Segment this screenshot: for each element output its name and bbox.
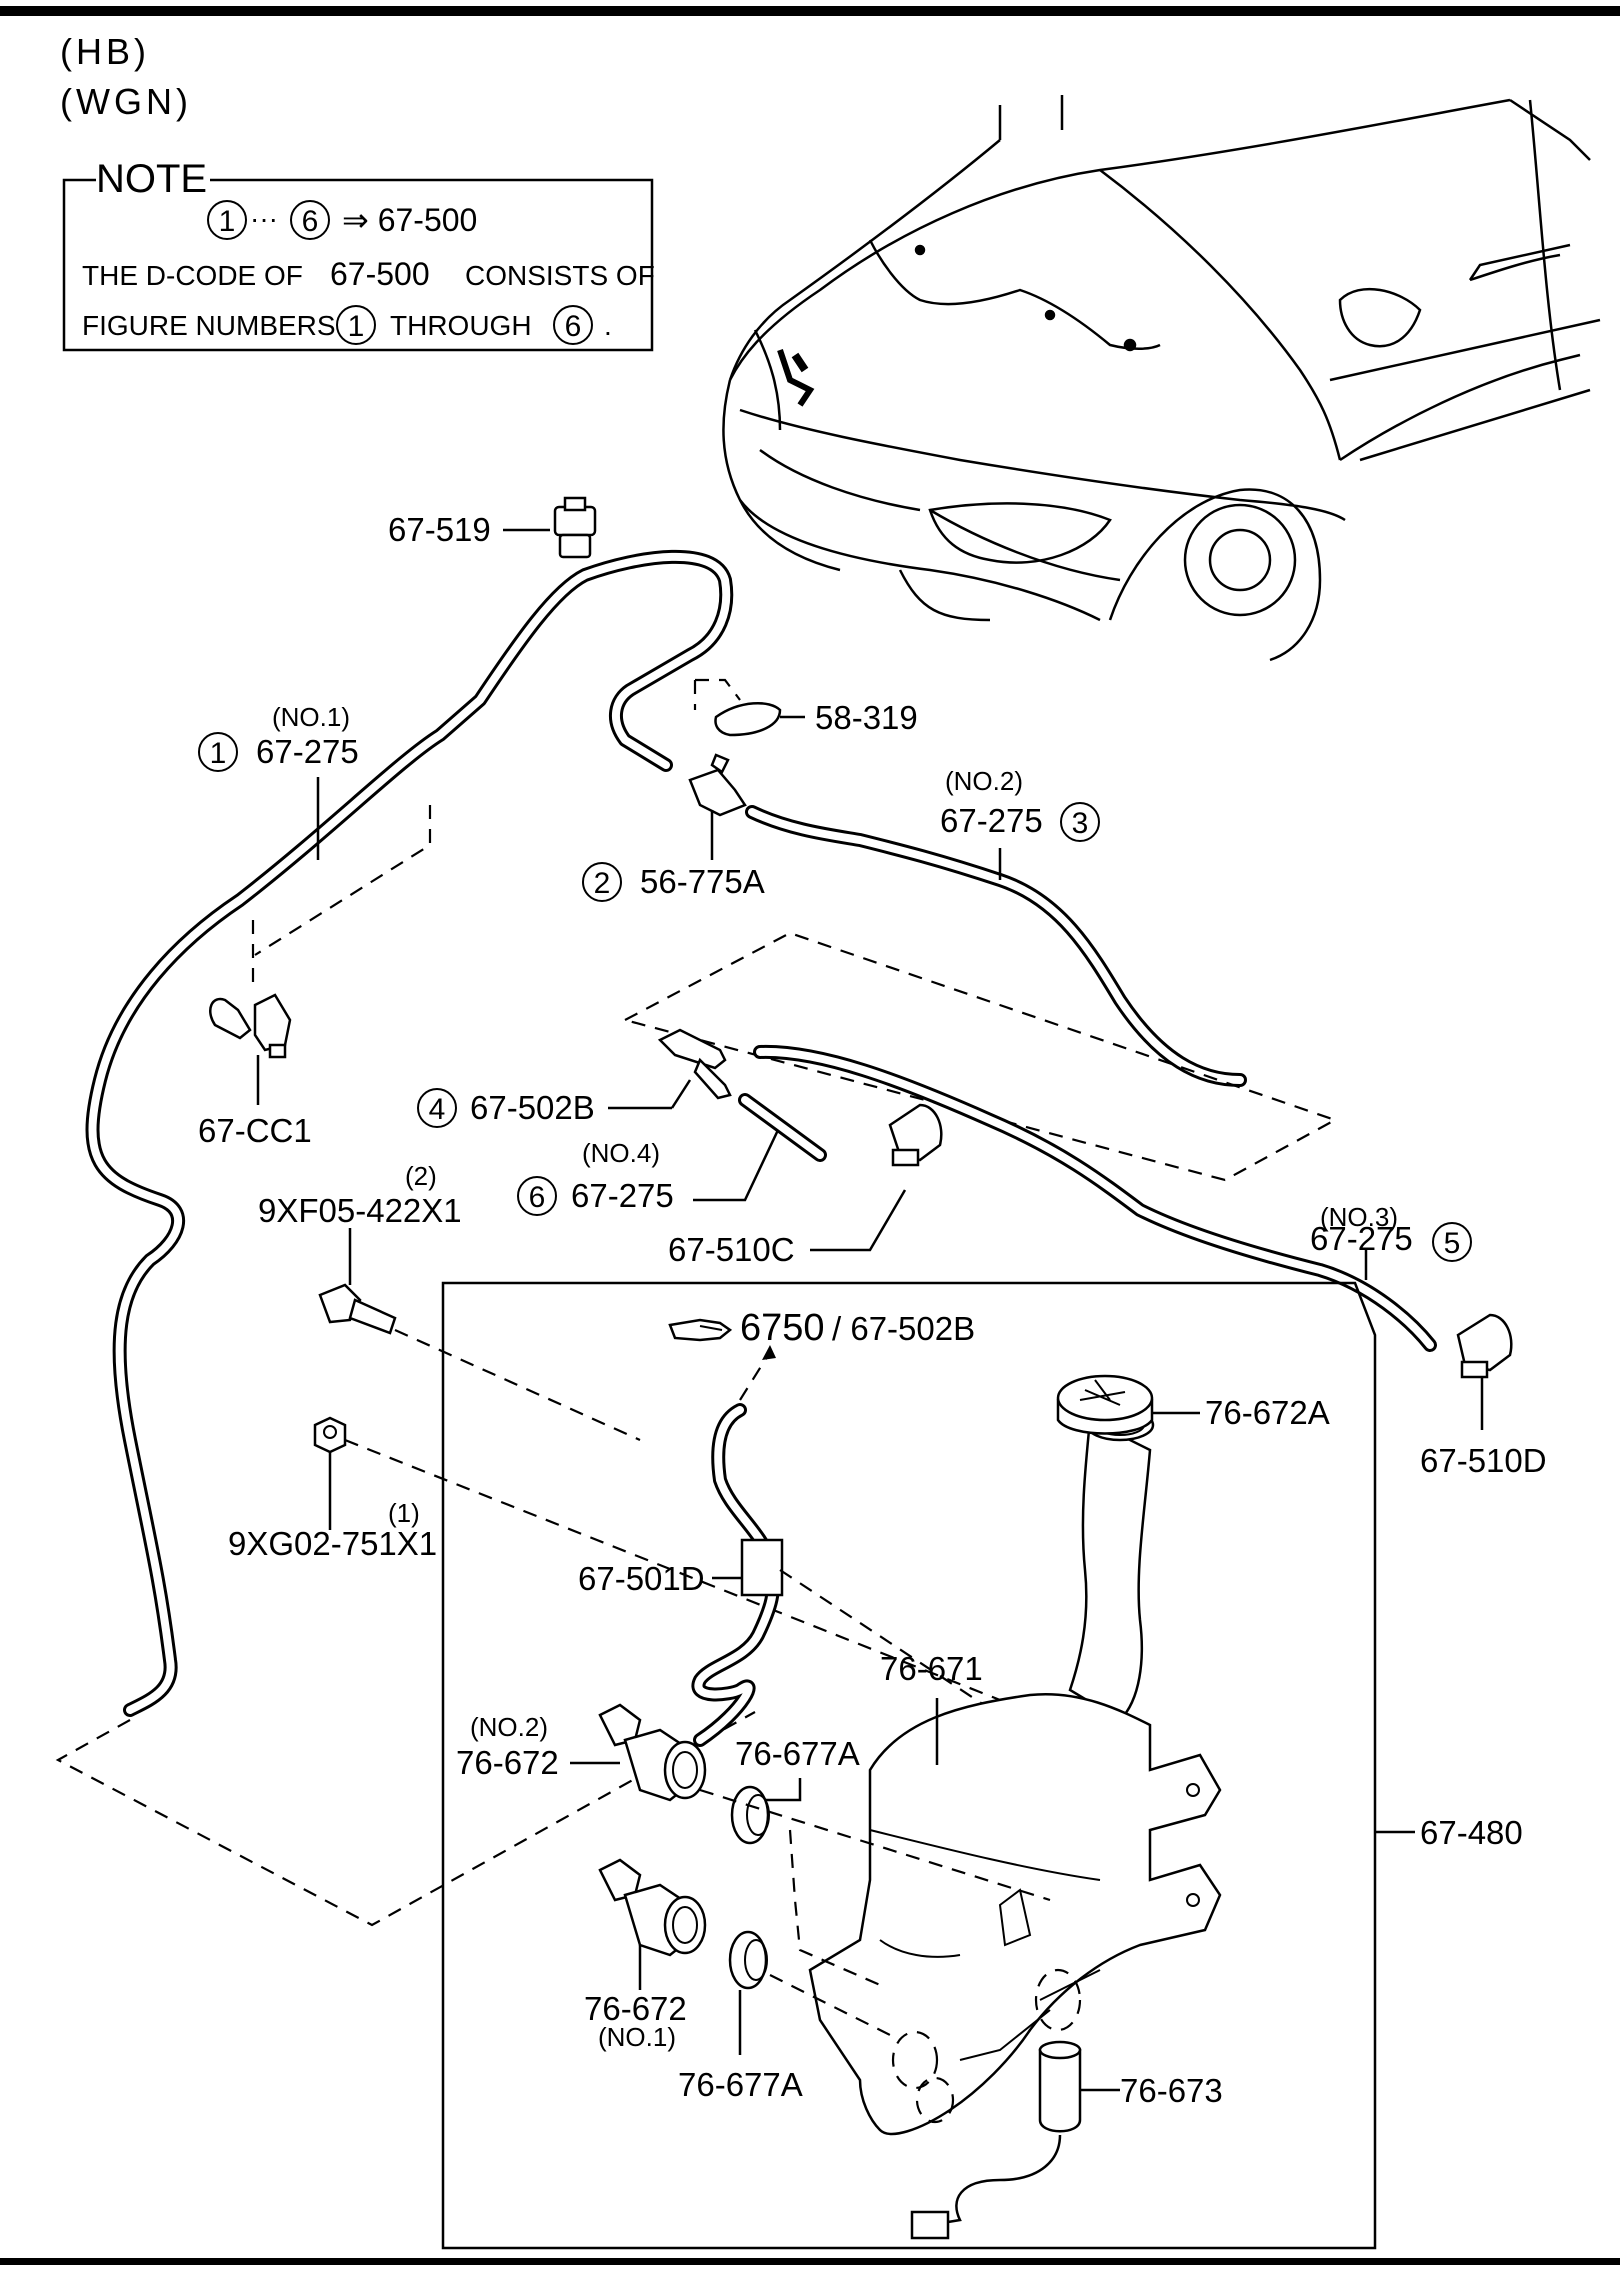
note-ref-from: 1: [219, 205, 236, 238]
pointing-hand-icon: [668, 1318, 733, 1342]
bolt-9XF05-422X1: [318, 1283, 397, 1335]
pump-76-673: [910, 2040, 1082, 2240]
label-67-501D: 67-501D: [578, 1560, 705, 1597]
callout-5: [1432, 1222, 1472, 1262]
joint-56-775A: [688, 753, 747, 817]
label-76-672-no1-qualifier: (NO.1): [598, 2022, 676, 2052]
label-67-480: 67-480: [1420, 1814, 1523, 1851]
nozzle-cover-58-319: [714, 701, 782, 737]
callout-3-text: 3: [1072, 807, 1089, 840]
label-67-510C: 67-510C: [668, 1231, 795, 1268]
connector-76-672-no1: [598, 1858, 707, 1957]
label-67-CC1: 67-CC1: [198, 1112, 312, 1149]
label-9XF05-qty: (2): [405, 1161, 437, 1191]
label-67-519: 67-519: [388, 511, 491, 548]
callout-6-text: 6: [529, 1181, 546, 1214]
nozzle-67-510C: [888, 1103, 943, 1167]
label-76-677A-bottom: 76-677A: [678, 2066, 803, 2103]
label-76-672-no2: 76-672: [456, 1744, 559, 1781]
label-9XG02-qty: (1): [388, 1498, 420, 1528]
label-76-672-no2-qualifier: (NO.2): [470, 1712, 548, 1742]
note-line3-end: .: [604, 310, 612, 341]
note-line2-code: 67-500: [330, 256, 430, 292]
label-67-275-no3: 67-275: [1310, 1220, 1413, 1257]
callout-4-text: 4: [429, 1093, 446, 1126]
note-title: NOTE: [96, 157, 207, 201]
note-ref-to: 6: [302, 205, 319, 238]
callout-5-text: 5: [1444, 1227, 1461, 1260]
label-67-275-no2: 67-275: [940, 802, 1043, 839]
note-ref-arrow: ⇒ 67-500: [342, 202, 477, 238]
label-67-275-no1-qualifier: (NO.1): [272, 702, 350, 732]
header-line-hb: (HB): [60, 31, 150, 72]
label-56-775A: 56-775A: [640, 863, 765, 900]
callout-1-text: 1: [210, 737, 227, 770]
callout-6: [517, 1176, 557, 1216]
label-67-275-no2-qualifier: (NO.2): [945, 766, 1023, 796]
nozzle-67-510D: [1456, 1313, 1513, 1379]
note-line3-a: FIGURE NUMBERS: [82, 310, 336, 341]
cap-76-672A: [1056, 1374, 1154, 1435]
callout-2-text: 2: [594, 867, 611, 900]
label-76-672-no1: 76-672: [584, 1990, 687, 2027]
label-9XF05-422X1: 9XF05-422X1: [258, 1192, 462, 1229]
callout-1: [198, 732, 238, 772]
assembly-frame-67-480: [441, 1281, 1377, 2250]
note-line3-b: THROUGH: [390, 310, 532, 341]
ref-6750-number: 6750: [740, 1307, 825, 1349]
label-67-275-no3-qualifier: (NO.3): [1320, 1202, 1398, 1232]
label-67-502B: 67-502B: [470, 1089, 595, 1126]
grommet-76-677A-top: [730, 1785, 770, 1845]
top-rule: [0, 6, 1620, 16]
connector-76-672-no2: [598, 1703, 707, 1802]
label-76-671: 76-671: [880, 1650, 983, 1687]
bottom-rule: [0, 2258, 1620, 2265]
tee-joint-67-502B: [657, 1028, 732, 1100]
label-67-275-no4-qualifier: (NO.4): [582, 1138, 660, 1168]
clip-67-519: [553, 496, 597, 559]
callout-4: [417, 1088, 457, 1128]
nut-9XG02-751X1: [313, 1416, 347, 1454]
car-illustration: [722, 95, 1601, 662]
note-line3-num2: 6: [565, 310, 582, 343]
label-76-677A-top: 76-677A: [735, 1735, 860, 1772]
callout-2: [582, 862, 622, 902]
tank-76-671: [808, 1408, 1222, 2136]
header-line-wgn: (WGN): [60, 81, 192, 122]
label-67-275-no1: 67-275: [256, 733, 359, 770]
label-67-510D: 67-510D: [1420, 1442, 1547, 1479]
label-76-672A: 76-672A: [1205, 1394, 1330, 1431]
grommet-76-677A-bottom: [728, 1930, 768, 1990]
note-line3-num1: 1: [348, 310, 365, 343]
label-67-275-no4: 67-275: [571, 1177, 674, 1214]
note-line2-a: THE D-CODE OF: [82, 260, 303, 291]
ref-6750-rest: / 67-502B: [832, 1310, 975, 1347]
note-ref-dots: ···: [250, 203, 278, 234]
label-9XG02-751X1: 9XG02-751X1: [228, 1525, 437, 1562]
label-58-319: 58-319: [815, 699, 918, 736]
callout-3: [1060, 802, 1100, 842]
label-76-673: 76-673: [1120, 2072, 1223, 2109]
note-line2-b: CONSISTS OF: [465, 260, 655, 291]
note-box: NOTE 1 ··· 6 ⇒ 67-500 THE D-CODE OF 67-5…: [62, 157, 655, 352]
clip-67-CC1: [209, 993, 292, 1059]
